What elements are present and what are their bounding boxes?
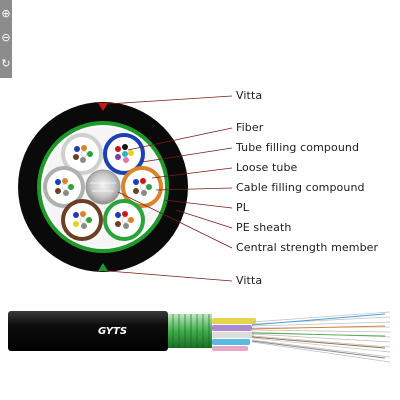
cable-print-text: GYTS (98, 326, 127, 337)
label-vitta-top: Vitta (236, 89, 263, 102)
label-pe-sheath: PE sheath (236, 221, 292, 234)
label-pl: PL (236, 201, 249, 214)
reset-icon[interactable]: ↻ (1, 57, 11, 70)
label-fiber: Fiber (236, 121, 264, 134)
leader-lines (107, 95, 233, 282)
label-tube-filling-compound: Tube filling compound (236, 141, 360, 154)
loose-tube-top-left (61, 133, 103, 175)
cable-cross-section (18, 102, 188, 272)
zoom-in-icon[interactable]: ⊕ (1, 7, 11, 20)
fiber-strands (251, 311, 391, 363)
cable-side-view: GYTS (8, 311, 391, 363)
label-cable-filling-compound: Cable filling compound (236, 181, 365, 194)
label-central-strength-member: Central strength member (236, 241, 379, 254)
loose-tube-top-right (103, 133, 145, 175)
loose-tube-left (43, 166, 85, 208)
label-vitta-bottom: Vitta (236, 274, 263, 287)
vitta-bottom (98, 263, 108, 271)
loose-tube-bottom-right (103, 199, 145, 241)
armor-layer (168, 314, 212, 348)
vitta-top (98, 103, 108, 111)
loose-tube-right (121, 166, 163, 208)
loose-tube-bottom-left (61, 199, 103, 241)
central-strength-member (85, 169, 121, 205)
label-loose-tube: Loose tube (236, 161, 298, 174)
zoom-toolbar: ⊕ ⊖ ↻ (0, 0, 12, 78)
zoom-out-icon[interactable]: ⊖ (1, 31, 11, 44)
outer-jacket (8, 311, 168, 351)
